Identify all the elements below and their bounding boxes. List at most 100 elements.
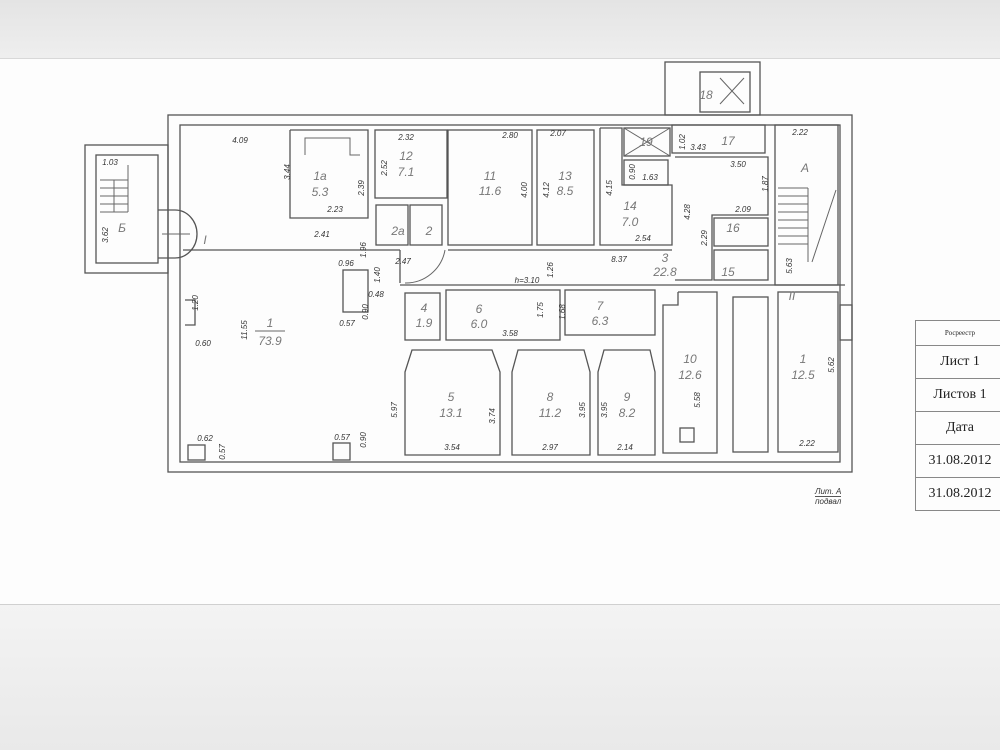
stamp-table: Росреестр Лист 1 Листов 1 Дата 31.08.201…	[915, 320, 1000, 511]
wall-outline	[95, 154, 159, 264]
room-label: 12	[399, 149, 413, 163]
room-label: 1а	[313, 169, 327, 183]
dimension-label: 0.57	[339, 319, 355, 328]
wall-outline	[342, 269, 369, 313]
scan-margin-bottom	[0, 605, 1000, 750]
room-label: Б	[118, 221, 126, 235]
stair-b	[100, 165, 129, 213]
stamp-sheet: Лист 1	[915, 345, 1000, 379]
wall-outline	[158, 209, 175, 259]
dimension-label: 2.52	[380, 160, 389, 177]
room-label: 1	[267, 316, 274, 330]
room-label: 6	[476, 302, 483, 316]
dimension-label: 3.74	[488, 408, 497, 424]
plan-sheet	[0, 58, 1000, 606]
wall-outline	[662, 291, 718, 454]
room-3: 322.8	[652, 251, 677, 279]
dimension-label: 0.48	[368, 290, 384, 299]
room-label: 6.3	[592, 314, 609, 328]
stamp-date-1: 31.08.2012	[915, 444, 1000, 478]
wall-outline	[374, 129, 448, 199]
room-label: 12.5	[791, 368, 815, 382]
dimension-label: 1.63	[642, 173, 658, 182]
wall-outline	[445, 289, 561, 341]
dimension-label: 2.29	[700, 230, 709, 247]
walls	[84, 61, 853, 473]
dimension-label: 2.32	[397, 133, 414, 142]
room-label: 3	[662, 251, 669, 265]
stamp-header: Росреестр	[915, 320, 1000, 346]
wall-outline	[183, 249, 845, 286]
wall-outline	[564, 289, 656, 336]
wall-outline	[289, 129, 369, 219]
room-label: 1.9	[416, 316, 433, 330]
dimension-label: 5.58	[693, 392, 702, 408]
dimension-label: 3.50	[730, 160, 746, 169]
dimension-label: 2.14	[616, 443, 633, 452]
room-label: 12.6	[678, 368, 702, 382]
room-label: 8.5	[557, 184, 574, 198]
dimension-label: 2.47	[394, 257, 411, 266]
room-label: 6.0	[471, 317, 488, 331]
room-1: 173.9	[255, 316, 285, 348]
dimension-label: 0.62	[197, 434, 213, 443]
room-1-right: 112.5	[791, 352, 815, 382]
dimension-label: 0.57	[334, 433, 350, 442]
dimension-label: 1.20	[191, 295, 200, 311]
room-label: 8	[547, 390, 554, 404]
dimension-label: 4.12	[542, 182, 551, 198]
room-1a: 1а5.3	[312, 169, 329, 199]
room-label: 14	[623, 199, 637, 213]
wall-outline	[675, 156, 769, 281]
room-label: I	[203, 233, 207, 247]
room-label: 2	[425, 224, 433, 238]
room-label: 5.3	[312, 185, 329, 199]
scan-margin-top	[0, 0, 1000, 62]
stamp-date-label: Дата	[915, 411, 1000, 445]
room-6: 66.0	[471, 302, 488, 331]
dimension-label: 4.28	[683, 204, 692, 220]
wall-outline	[679, 427, 695, 443]
room-label: 7.0	[622, 215, 639, 229]
wall-outline	[713, 217, 769, 247]
dimension-label: 8.37	[611, 255, 627, 264]
wall-outline	[511, 349, 591, 456]
dimension-label: 2.07	[549, 129, 566, 138]
room-14: 147.0	[622, 199, 639, 229]
room-label: 11.2	[539, 406, 562, 420]
room-label: 15	[721, 265, 735, 279]
dimension-label: h=3.10	[515, 276, 540, 285]
room-12: 127.1	[398, 149, 415, 179]
dimension-label: 0.90	[359, 432, 368, 448]
dimension-label: 2.09	[734, 205, 751, 214]
stamp-date-2: 31.08.2012	[915, 477, 1000, 511]
wall-outline	[536, 129, 595, 246]
wall-outline	[84, 144, 169, 274]
dimension-label: 3.62	[101, 227, 110, 243]
room-label: 2а	[390, 224, 405, 238]
dimension-label: 3.44	[283, 164, 292, 180]
dimension-label: 5.97	[390, 402, 399, 418]
room-label: 17	[721, 134, 736, 148]
room-label: 19	[639, 135, 653, 149]
small-labels: 2а 2 16 15 17 18 19 Б А I II h=3.10	[118, 88, 809, 303]
wall-outline	[100, 165, 129, 213]
wall-outline	[404, 249, 446, 284]
room-label: 13.1	[439, 406, 462, 420]
wall-outline	[623, 127, 671, 157]
room-13: 138.5	[557, 169, 574, 198]
room-label: 7.1	[398, 165, 415, 179]
wall-outline	[409, 204, 443, 246]
dimension-label: 1.40	[373, 267, 382, 283]
wall-outline	[167, 114, 853, 473]
room-label: 13	[558, 169, 572, 183]
room-7: 76.3	[592, 299, 609, 328]
wall-outline	[597, 349, 656, 456]
dimensions: 4.09 3.44 2.23 2.39 2.41 1.03 3.62 2.32 …	[101, 128, 836, 460]
wall-outline	[671, 124, 766, 154]
room-label: 9	[624, 390, 631, 404]
dimension-label: 3.43	[690, 143, 706, 152]
dimension-label: 3.54	[444, 443, 460, 452]
